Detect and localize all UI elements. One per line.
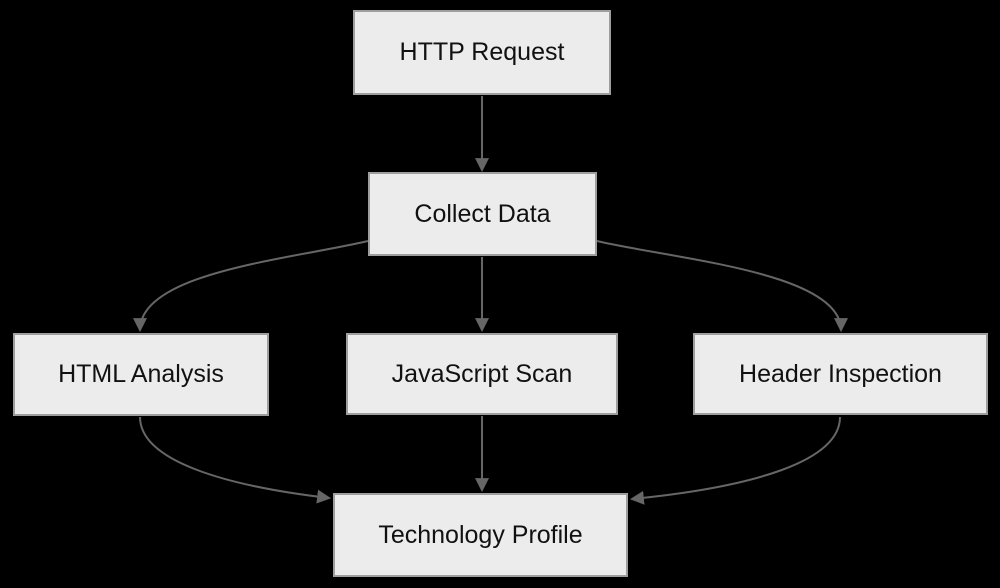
edge-html-analysis-to-technology-profile	[139, 416, 332, 504]
node-html-analysis: HTML Analysis	[13, 333, 269, 416]
node-label: JavaScript Scan	[391, 359, 573, 388]
node-technology-profile: Technology Profile	[333, 493, 628, 577]
node-label: Collect Data	[414, 199, 551, 228]
node-label: HTTP Request	[399, 38, 565, 66]
node-label: Technology Profile	[378, 520, 583, 549]
edge-collect-data-to-header-inspection	[596, 240, 848, 333]
edge-header-inspection-to-technology-profile	[629, 416, 841, 505]
node-label: Header Inspection	[739, 359, 942, 388]
node-javascript-scan: JavaScript Scan	[346, 333, 618, 415]
node-label: HTML Analysis	[58, 360, 224, 388]
node-http-request: HTTP Request	[353, 10, 611, 95]
node-header-inspection: Header Inspection	[693, 333, 988, 415]
edge-collect-data-to-html-analysis	[133, 240, 369, 333]
node-collect-data: Collect Data	[368, 172, 597, 256]
